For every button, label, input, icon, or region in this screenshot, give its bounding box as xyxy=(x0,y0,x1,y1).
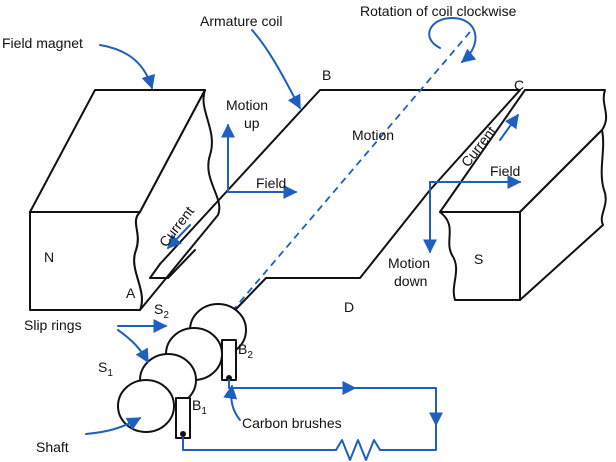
south-pole-magnet xyxy=(439,89,608,301)
label-point-d: D xyxy=(344,299,354,315)
leader-slip-ring-s1 xyxy=(117,329,149,364)
current-arrow-left xyxy=(167,224,191,250)
label-s1: S1 xyxy=(98,359,113,379)
slip-ring-s1 xyxy=(117,353,197,433)
label-armature-coil: Armature coil xyxy=(200,13,282,29)
label-pole-n: N xyxy=(44,249,54,265)
resistor xyxy=(335,439,387,461)
carbon-brush-b2 xyxy=(221,339,237,381)
label-field-magnet: Field magnet xyxy=(2,35,83,51)
label-carbon-brushes: Carbon brushes xyxy=(242,415,342,431)
leader-armature-coil xyxy=(251,29,301,110)
leader-shaft xyxy=(85,417,142,435)
label-s2: S2 xyxy=(154,301,169,321)
label-point-a: A xyxy=(126,285,136,301)
label-rotation: Rotation of coil clockwise xyxy=(360,3,517,19)
brush-b1-contact xyxy=(180,431,186,437)
leader-field-magnet xyxy=(99,44,156,90)
leader-carbon-brushes xyxy=(223,384,241,421)
label-field-right: Field xyxy=(490,163,520,179)
label-motion-up-2: up xyxy=(244,115,260,131)
label-motion-down-1: Motion xyxy=(388,255,430,271)
north-pole-magnet xyxy=(29,89,221,311)
label-point-c: C xyxy=(514,77,524,93)
label-motion-down-2: down xyxy=(394,273,427,289)
current-arrow-right xyxy=(499,113,519,141)
label-pole-s: S xyxy=(474,251,483,267)
label-slip-rings: Slip rings xyxy=(24,317,82,333)
shaft-axis xyxy=(135,31,471,425)
brush-b2-contact xyxy=(226,375,232,381)
label-field-left: Field xyxy=(256,175,286,191)
label-point-b: B xyxy=(322,67,331,83)
label-motion-up-1: Motion xyxy=(226,97,268,113)
label-motion: Motion xyxy=(352,127,394,143)
label-b2: B2 xyxy=(238,341,253,361)
rotation-arrow xyxy=(428,17,477,63)
label-shaft: Shaft xyxy=(36,439,69,455)
label-b1: B1 xyxy=(192,397,207,417)
